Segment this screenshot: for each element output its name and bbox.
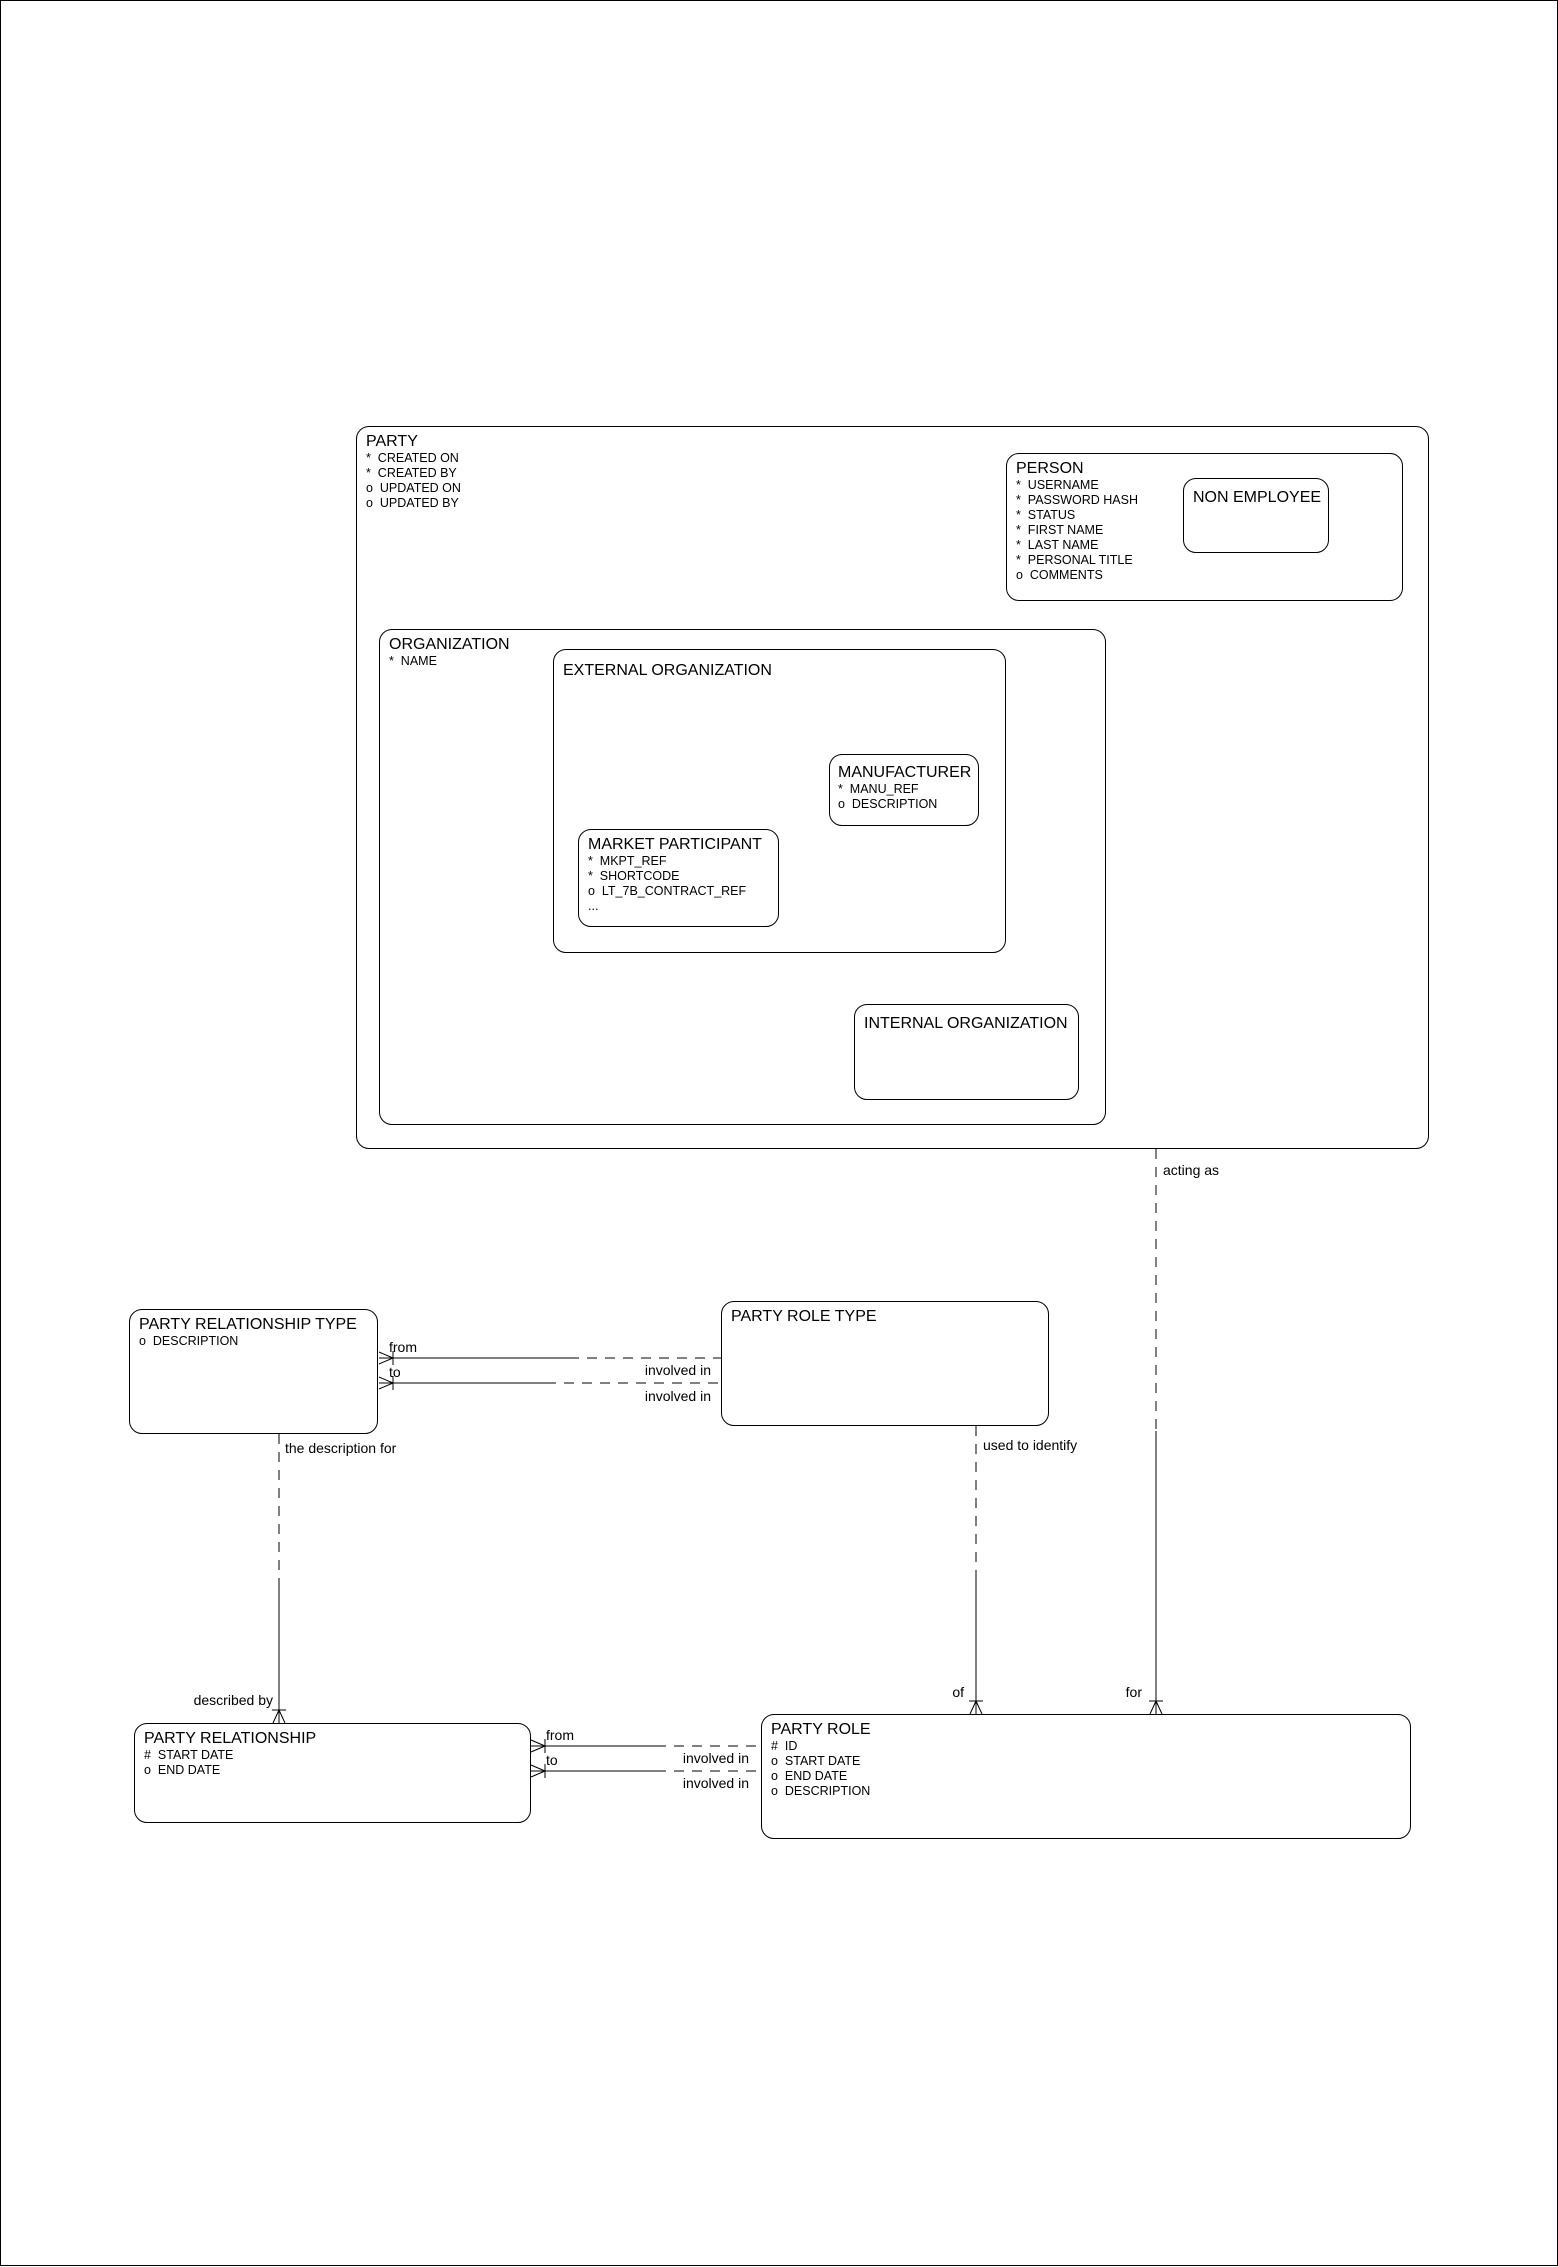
attribute: o LT_7B_CONTRACT_REF bbox=[588, 884, 747, 898]
relationship-label-for: for bbox=[1125, 1684, 1142, 1700]
attribute: o DESCRIPTION bbox=[139, 1334, 239, 1348]
relationship-label-involved-in: involved in bbox=[682, 1775, 749, 1791]
entity-organization[interactable]: ORGANIZATION * NAME bbox=[379, 629, 1106, 1125]
entity-title: ORGANIZATION bbox=[389, 636, 510, 653]
relationship-label-described-by: described by bbox=[193, 1692, 273, 1708]
entity-party-relationship[interactable]: PARTY RELATIONSHIP # START DATE o END DA… bbox=[134, 1723, 531, 1823]
relationship-label-from-instance: from bbox=[546, 1727, 574, 1743]
attribute: * STATUS bbox=[1016, 508, 1076, 522]
attribute: * CREATED ON bbox=[366, 451, 459, 465]
relationship-label-from-type: from bbox=[389, 1339, 417, 1355]
entity-person[interactable]: PERSON * USERNAME * PASSWORD HASH * STAT… bbox=[1006, 453, 1403, 601]
relationship-label-involved-in: involved in bbox=[644, 1362, 711, 1378]
entity-market-participant[interactable]: MARKET PARTICIPANT * MKPT_REF * SHORTCOD… bbox=[578, 829, 779, 927]
relationship-line-identify[interactable] bbox=[969, 1426, 983, 1715]
attribute: ... bbox=[588, 899, 599, 913]
relationship-label-used-to-identify: used to identify bbox=[983, 1437, 1078, 1453]
entity-manufacturer[interactable]: MANUFACTURER * MANU_REF o DESCRIPTION bbox=[829, 754, 979, 826]
entity-title: MANUFACTURER bbox=[838, 764, 972, 781]
entity-title: PARTY ROLE TYPE bbox=[731, 1308, 877, 1325]
attribute: o DESCRIPTION bbox=[838, 797, 938, 811]
attribute: * MKPT_REF bbox=[588, 854, 667, 868]
entity-title: PERSON bbox=[1016, 460, 1084, 477]
entity-title: PARTY ROLE bbox=[771, 1721, 871, 1738]
entity-party[interactable]: PARTY * CREATED ON * CREATED BY o UPDATE… bbox=[356, 426, 1429, 1149]
attribute: # START DATE bbox=[144, 1748, 234, 1762]
entity-title: PARTY bbox=[366, 433, 418, 450]
attribute: o UPDATED BY bbox=[366, 496, 459, 510]
attribute: * PERSONAL TITLE bbox=[1016, 553, 1133, 567]
entity-title: INTERNAL ORGANIZATION bbox=[864, 1015, 1068, 1032]
entity-external-organization[interactable]: EXTERNAL ORGANIZATION bbox=[553, 649, 1006, 953]
attribute: o END DATE bbox=[144, 1763, 221, 1777]
entity-non-employee[interactable]: NON EMPLOYEE bbox=[1183, 478, 1329, 553]
relationship-label-to-type: to bbox=[389, 1364, 401, 1380]
attribute: # ID bbox=[771, 1739, 798, 1753]
relationship-line-description[interactable] bbox=[272, 1434, 286, 1724]
attribute: * FIRST NAME bbox=[1016, 523, 1104, 537]
entity-party-role-type[interactable]: PARTY ROLE TYPE bbox=[721, 1301, 1049, 1426]
relationship-label-acting-as: acting as bbox=[1163, 1162, 1220, 1178]
attribute: o START DATE bbox=[771, 1754, 861, 1768]
relationship-line-type-from[interactable] bbox=[378, 1351, 721, 1365]
attribute: * MANU_REF bbox=[838, 782, 919, 796]
entity-title: NON EMPLOYEE bbox=[1193, 489, 1322, 506]
attribute: * NAME bbox=[389, 654, 437, 668]
attribute: o DESCRIPTION bbox=[771, 1784, 871, 1798]
attribute: o END DATE bbox=[771, 1769, 848, 1783]
relationship-label-to-instance: to bbox=[546, 1752, 558, 1768]
entity-title: PARTY RELATIONSHIP TYPE bbox=[139, 1316, 357, 1333]
attribute: * CREATED BY bbox=[366, 466, 457, 480]
relationship-line-instance-from[interactable] bbox=[530, 1739, 761, 1753]
entity-title: MARKET PARTICIPANT bbox=[588, 836, 762, 853]
relationship-line-acting[interactable] bbox=[1149, 1149, 1163, 1715]
relationship-line-type-to[interactable] bbox=[378, 1376, 721, 1390]
relationship-label-involved-in: involved in bbox=[682, 1750, 749, 1766]
attribute: o COMMENTS bbox=[1016, 568, 1103, 582]
relationship-label-the-description-for: the description for bbox=[285, 1440, 397, 1456]
entity-title: PARTY RELATIONSHIP bbox=[144, 1730, 317, 1747]
attribute: * SHORTCODE bbox=[588, 869, 680, 883]
attribute: * LAST NAME bbox=[1016, 538, 1099, 552]
attribute: o UPDATED ON bbox=[366, 481, 461, 495]
attribute: * PASSWORD HASH bbox=[1016, 493, 1139, 507]
relationship-line-instance-to[interactable] bbox=[530, 1764, 761, 1778]
entity-internal-organization[interactable]: INTERNAL ORGANIZATION bbox=[854, 1004, 1079, 1100]
relationship-label-involved-in: involved in bbox=[644, 1388, 711, 1404]
attribute: * USERNAME bbox=[1016, 478, 1099, 492]
entity-party-relationship-type[interactable]: PARTY RELATIONSHIP TYPE o DESCRIPTION bbox=[129, 1309, 378, 1434]
entity-title: EXTERNAL ORGANIZATION bbox=[563, 662, 772, 679]
relationship-label-of: of bbox=[952, 1684, 964, 1700]
entity-party-role[interactable]: PARTY ROLE # ID o START DATE o END DATE … bbox=[761, 1714, 1411, 1839]
